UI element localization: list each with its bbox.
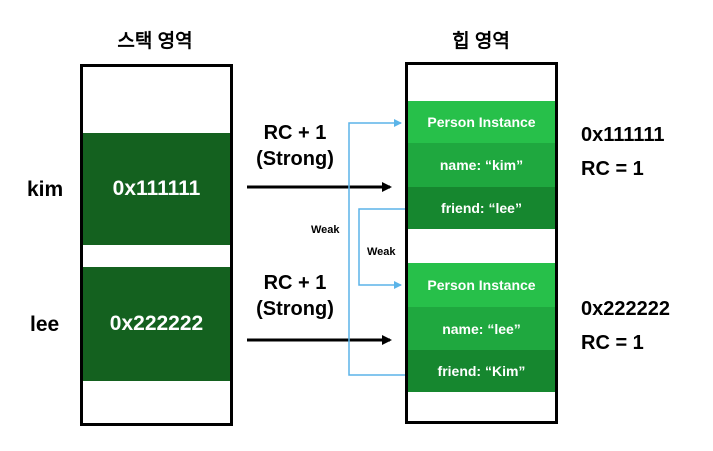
instance2-header: Person Instance	[408, 263, 555, 307]
stack-cell-kim: 0x111111	[83, 133, 230, 245]
weak-arrow-2	[358, 208, 405, 289]
variable-label-lee: lee	[30, 313, 60, 336]
strong-arrow1-rc: RC + 1	[263, 122, 327, 144]
weak-label-2: Weak	[367, 246, 396, 258]
stack-cell-lee: 0x222222	[83, 267, 230, 381]
stack-area-title: 스택 영역	[117, 31, 193, 52]
instance1-rc: RC = 1	[581, 158, 644, 180]
strong-arrow2-label: RC + 1 (Strong)	[245, 270, 345, 322]
variable-label-kim: kim	[27, 178, 64, 201]
instance1-address: 0x111111	[581, 124, 665, 146]
instance2-rc: RC = 1	[581, 332, 644, 354]
strong-arrow2-rc: RC + 1	[263, 272, 327, 294]
strong-arrow1-label: RC + 1 (Strong)	[245, 120, 345, 172]
instance1-friend-field: friend: “lee”	[408, 187, 555, 229]
instance2-name-field: name: “lee”	[408, 307, 555, 350]
weak-label-1: Weak	[311, 224, 340, 236]
strong-arrow2-type: (Strong)	[256, 298, 334, 320]
instance2-address: 0x222222	[581, 298, 670, 320]
instance1-info: 0x111111 RC = 1	[581, 118, 664, 186]
weak-arrow-1	[348, 119, 405, 376]
instance2-friend-field: friend: “Kim”	[408, 350, 555, 392]
heap-area-title: 힙 영역	[452, 31, 510, 52]
instance1-name-field: name: “kim”	[408, 143, 555, 187]
strong-arrow1-type: (Strong)	[256, 148, 334, 170]
instance1-header: Person Instance	[408, 101, 555, 143]
instance2-info: 0x222222 RC = 1	[581, 292, 670, 360]
